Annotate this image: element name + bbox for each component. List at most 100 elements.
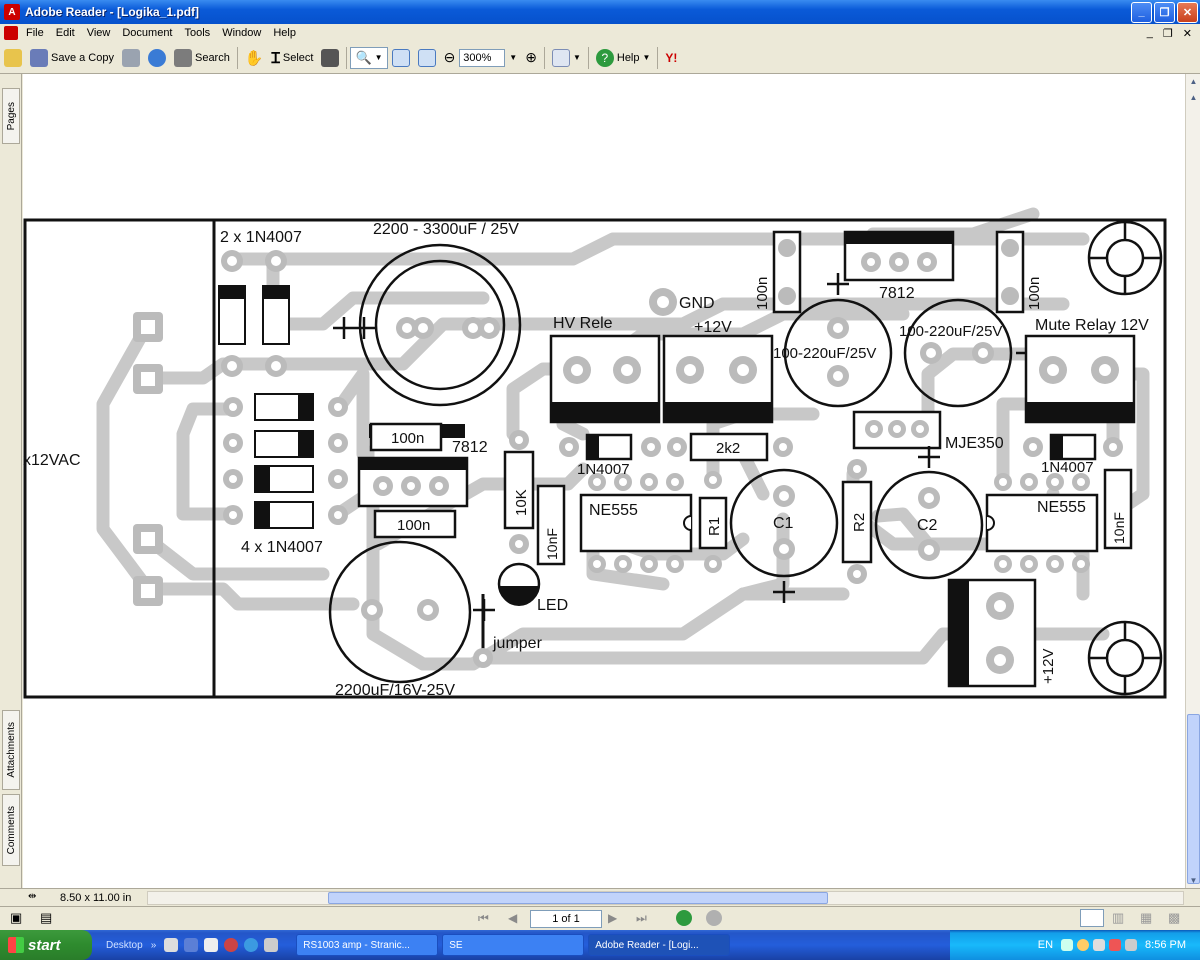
continuous-icon[interactable]: ▥ (1112, 910, 1125, 925)
window-icon[interactable] (204, 938, 219, 952)
label-cap-10nf-right: 10nF (1111, 512, 1127, 544)
scroll-down-icon[interactable]: ▼ (1189, 876, 1198, 885)
browser-icon[interactable] (244, 938, 259, 952)
search-button[interactable]: Search (170, 47, 234, 69)
help-button[interactable]: ?Help▼ (592, 47, 655, 69)
resize-handle-icon[interactable]: ⇹ (28, 891, 37, 902)
task-adobe-reader[interactable]: Adobe Reader - [Logi... (588, 934, 731, 956)
menu-document[interactable]: Document (122, 27, 173, 39)
output-12v-connector (947, 578, 1037, 688)
zoom-tool-button[interactable]: 🔍▼ (350, 46, 388, 69)
save-copy-button[interactable]: Save a Copy (26, 47, 118, 69)
label-mje350: MJE350 (945, 435, 1004, 452)
menu-help[interactable]: Help (273, 27, 296, 39)
close-button[interactable]: ✕ (1177, 1, 1198, 23)
doc-restore-icon[interactable]: ❐ (1162, 27, 1173, 40)
menu-view[interactable]: View (86, 27, 111, 39)
resistor-10k (503, 430, 535, 554)
tab-pages[interactable]: Pages (2, 88, 20, 144)
vertical-scrollbar[interactable]: ▲ ▲ ▼ (1185, 74, 1200, 888)
go-back-icon[interactable] (676, 910, 692, 926)
toolbar-separator (587, 46, 589, 69)
continuous-facing-icon[interactable]: ▩ (1168, 910, 1181, 925)
maximize-button[interactable]: ❐ (1154, 1, 1175, 23)
start-button[interactable]: start (0, 930, 92, 960)
mail-icon[interactable] (184, 938, 199, 952)
scroll-up-icon[interactable]: ▲ (1189, 77, 1198, 86)
fit-page-button[interactable] (414, 47, 440, 69)
capacitor-c2 (874, 446, 984, 580)
first-page-button[interactable]: ⏮ (478, 911, 489, 925)
actual-size-button[interactable] (388, 47, 414, 69)
network-icon[interactable] (1061, 939, 1074, 951)
cap-10nf-right (1103, 468, 1133, 550)
rotate-view-button[interactable]: ▼ (548, 47, 585, 69)
single-page-icon[interactable] (1080, 909, 1104, 927)
volume-icon[interactable] (1125, 939, 1138, 951)
chevron-down-icon: ▼ (509, 53, 518, 62)
alert-icon[interactable] (1109, 939, 1122, 951)
next-page-button[interactable]: ▶ (608, 911, 618, 925)
tab-attachments[interactable]: Attachments (2, 710, 20, 790)
zoom-in-button[interactable]: ⊕ (521, 47, 541, 68)
previous-page-button[interactable]: ◀ (508, 911, 518, 925)
zoom-level-field[interactable]: 300% (459, 48, 506, 67)
open-button[interactable] (0, 47, 26, 69)
minimize-icon: _ (1138, 6, 1145, 18)
label-ne555-left: NE555 (589, 502, 638, 519)
label-ne555-right: NE555 (1037, 499, 1086, 516)
menu-edit[interactable]: Edit (55, 27, 75, 39)
task-folder[interactable]: SE (442, 934, 585, 956)
go-forward-icon[interactable] (706, 910, 722, 926)
facing-icon[interactable]: ▦ (1140, 910, 1153, 925)
printer-icon[interactable] (264, 938, 279, 952)
clock[interactable]: 8:56 PM (1145, 939, 1186, 951)
security-icon[interactable] (1077, 939, 1090, 951)
label-cap-main: 2200 - 3300uF / 25V (373, 221, 519, 238)
task-adobe-reader-label: Adobe Reader - [Logi... (595, 939, 699, 951)
label-transformer: x12VAC (23, 452, 81, 469)
hv-relay-connector (549, 334, 661, 424)
print-button[interactable] (118, 47, 144, 69)
minimize-button[interactable]: _ (1131, 1, 1152, 23)
vertical-scroll-thumb[interactable] (1187, 714, 1200, 884)
label-diode-right: 1N4007 (1041, 459, 1094, 476)
label-resistor-2k2: 2k2 (716, 440, 740, 457)
hand-tool-button[interactable]: ✋ (241, 47, 268, 69)
doc-close-icon[interactable]: ✕ (1182, 27, 1192, 40)
chevron-right-icon[interactable]: » (150, 939, 157, 951)
task-browser[interactable]: RS1003 amp - Stranic... (296, 934, 439, 956)
label-cap-small: 2200uF/16V-25V (335, 682, 455, 699)
email-button[interactable] (144, 47, 170, 69)
usb-icon[interactable] (1093, 939, 1106, 951)
yahoo-button[interactable]: Y! (661, 49, 681, 67)
menu-tools[interactable]: Tools (184, 27, 211, 39)
tab-comments-label: Comments (5, 805, 17, 855)
label-hv-relay: HV Rele (553, 315, 613, 332)
media-icon[interactable] (224, 938, 239, 952)
screen-icon[interactable]: ▣ (10, 910, 23, 925)
zoom-dropdown[interactable]: ▼ (505, 51, 521, 64)
menu-window[interactable]: Window (222, 27, 262, 39)
tab-comments[interactable]: Comments (2, 794, 20, 866)
menu-file[interactable]: File (26, 27, 44, 39)
language-indicator[interactable]: EN (1037, 939, 1054, 951)
document-view[interactable]: x12VAC 2 x 1N4007 4 x 1N4007 2200 - 3300… (23, 74, 1185, 888)
doc-minimize-icon[interactable]: _ (1146, 26, 1153, 39)
quick-launch-icons (164, 938, 279, 952)
calculator-icon[interactable] (164, 938, 179, 952)
document-list-icon[interactable]: ▤ (40, 910, 53, 925)
cap-100n-1 (369, 422, 443, 452)
horizontal-scrollbar[interactable] (147, 891, 1184, 905)
capacitor-c1 (729, 468, 839, 603)
page-number-field[interactable]: 1 of 1 (530, 910, 602, 928)
horizontal-scroll-thumb[interactable] (328, 892, 828, 904)
actual-size-icon (391, 48, 410, 67)
zoom-out-button[interactable]: ⊖ (440, 47, 460, 68)
scroll-up-step-icon[interactable]: ▲ (1189, 93, 1198, 102)
label-regulator-right: 7812 (879, 285, 915, 302)
last-page-button[interactable]: ⏭ (636, 911, 647, 925)
snapshot-button[interactable] (317, 47, 343, 69)
quick-launch-desktop[interactable]: Desktop (106, 939, 143, 951)
